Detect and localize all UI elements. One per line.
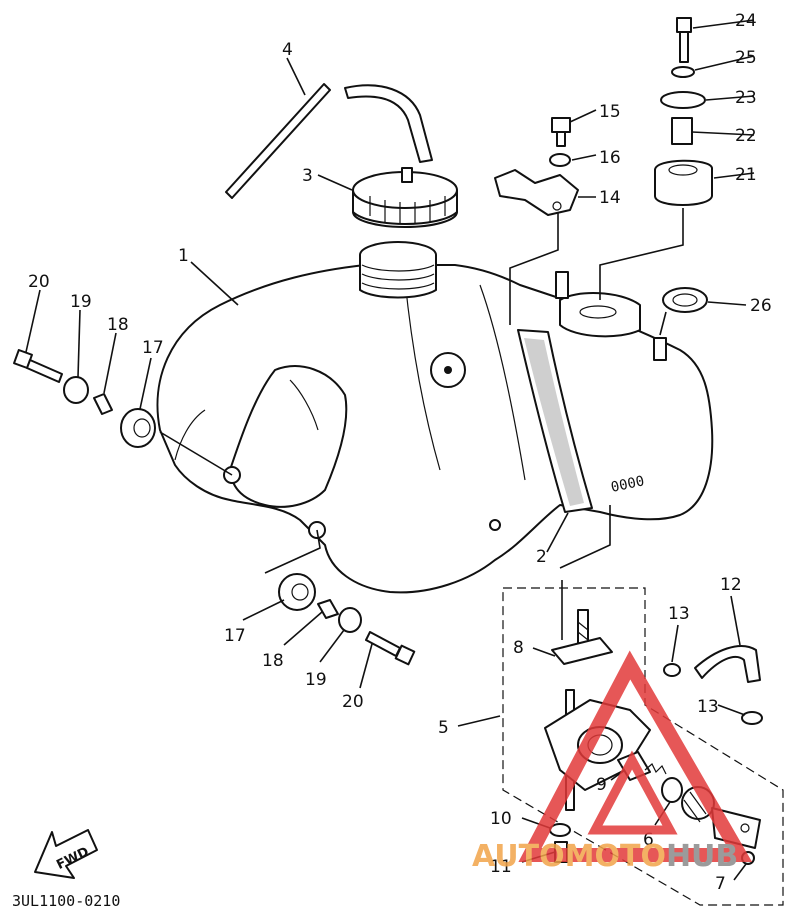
callout-26: 26 [750,296,772,316]
callout-19b: 19 [305,670,327,690]
watermark-triangle-icon [518,650,753,862]
watermark-auto: AUTO [472,839,565,874]
callout-24: 24 [735,11,757,31]
callout-22: 22 [735,126,757,146]
callout-16: 16 [599,148,621,168]
fwd-arrow: FWD [34,829,98,879]
watermark-text: AUTOMOTOHUB [472,839,738,874]
mount-bracket [494,169,579,216]
callout-5: 5 [438,718,449,738]
collar-18-upper [93,393,113,415]
fuel-tank: 0000 [156,241,714,594]
callout-20a: 20 [28,272,50,292]
collar-18-lower [317,599,339,619]
callout-15: 15 [599,102,621,122]
callout-17a: 17 [142,338,164,358]
callout-9: 9 [596,775,607,795]
callout-2: 2 [536,547,547,567]
callout-4: 4 [282,40,293,60]
callout-14: 14 [599,188,621,208]
callout-21: 21 [735,165,757,185]
callout-7: 7 [715,874,726,894]
callout-23: 23 [735,88,757,108]
watermark-moto: MOTO [565,839,666,874]
bolt-24 [676,17,692,63]
callout-3: 3 [302,166,313,186]
fuel-cap [352,167,458,228]
callout-numbers: 1 2 3 4 5 6 7 8 9 10 11 12 13 13 14 15 1… [28,11,772,894]
bolt-20-lower [365,631,416,666]
diagram-code: 3UL1100-0210 [12,892,120,910]
callout-11: 11 [490,857,512,877]
washer-19-upper [63,376,89,404]
callout-12: 12 [720,575,742,595]
callout-6: 6 [643,830,654,850]
callout-13a: 13 [668,604,690,624]
washer-16 [549,153,571,167]
washer-25 [671,66,695,78]
grommet-26 [662,287,708,313]
collar-22 [671,117,693,145]
callout-10: 10 [490,809,512,829]
watermark-hub: HUB [666,839,738,874]
bolt-20-upper [13,349,63,383]
svg-text:0000: 0000 [610,473,646,496]
washer-19-lower [338,607,362,633]
breather-hose [225,83,433,199]
callout-18a: 18 [107,315,129,335]
damper-21 [654,159,713,206]
callout-18b: 18 [262,651,284,671]
watermark-triangle-inner-icon [587,750,678,835]
callout-25: 25 [735,48,757,68]
watermark-logo: AUTOMOTOHUB [472,650,753,874]
callout-1: 1 [178,246,189,266]
washer-23 [660,91,706,109]
damper-17-lower [278,573,316,611]
damper-17-upper [120,408,156,448]
callout-19a: 19 [70,292,92,312]
callout-8: 8 [513,638,524,658]
callout-17b: 17 [224,626,246,646]
callout-20b: 20 [342,692,364,712]
bolt-15 [551,117,571,147]
callout-13b: 13 [697,697,719,717]
